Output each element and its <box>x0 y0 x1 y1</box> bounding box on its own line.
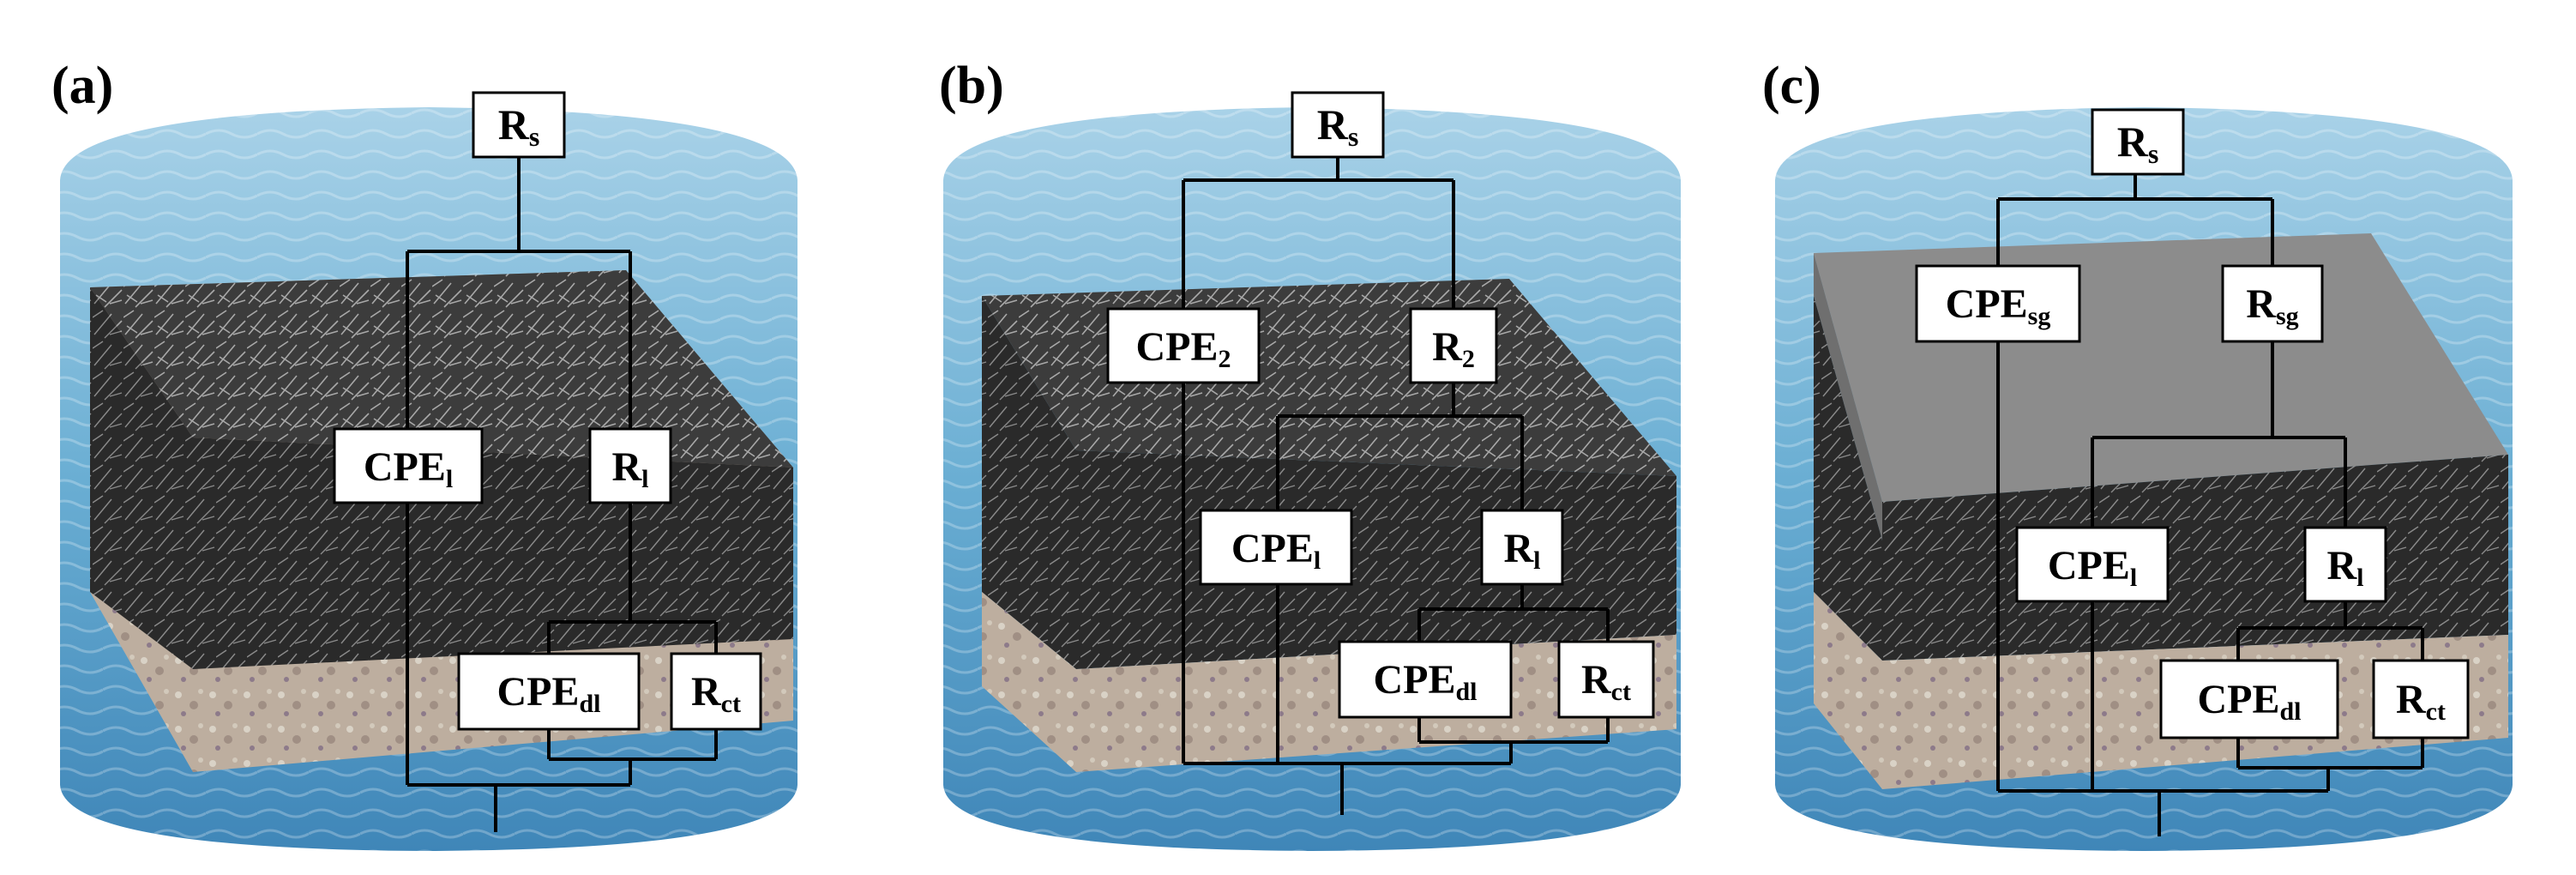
svg-text:CPEdl: CPEdl <box>497 669 600 718</box>
component-CPE2: CPE2 <box>1106 307 1261 384</box>
svg-text:CPEl: CPEl <box>364 444 453 493</box>
component-Rct: Rct <box>2372 659 2470 739</box>
component-CPEdl: CPEdl <box>457 652 641 731</box>
component-CPEsg: CPEsg <box>1915 264 2081 343</box>
svg-text:Rl: Rl <box>2326 543 2363 592</box>
panel-letter: (c) <box>1762 57 1821 115</box>
component-Rl: Rl <box>2303 526 2387 603</box>
svg-text:Rct: Rct <box>2396 677 2446 726</box>
panel-a: (a) Rs <box>51 57 797 851</box>
component-CPEdl: CPEdl <box>2159 659 2339 739</box>
component-Rct: Rct <box>670 652 762 731</box>
svg-text:CPEdl: CPEdl <box>1373 657 1477 706</box>
component-R2: R2 <box>1409 307 1498 384</box>
svg-text:Rs: Rs <box>498 100 540 152</box>
svg-text:CPEdl: CPEdl <box>2197 677 2301 726</box>
component-Rsg: Rsg <box>2221 264 2324 343</box>
panel-letter: (b) <box>939 57 1004 115</box>
svg-text:Rsg: Rsg <box>2246 281 2298 330</box>
svg-text:Rl: Rl <box>1503 526 1540 575</box>
svg-text:Rl: Rl <box>611 444 648 493</box>
svg-text:R2: R2 <box>1432 324 1475 373</box>
panel-c: (c) <box>1762 57 2513 851</box>
svg-text:CPEl: CPEl <box>2048 543 2137 592</box>
component-CPEdl: CPEdl <box>1338 640 1513 719</box>
component-Rl: Rl <box>588 427 672 504</box>
panel-b: (b) R <box>939 57 1681 851</box>
component-Rl: Rl <box>1480 509 1564 586</box>
svg-text:Rct: Rct <box>1581 657 1631 706</box>
component-CPEl: CPEl <box>1199 509 1353 586</box>
component-CPEl: CPEl <box>333 427 484 504</box>
svg-text:Rs: Rs <box>1317 100 1359 152</box>
svg-text:CPEl: CPEl <box>1231 526 1321 575</box>
svg-text:CPEsg: CPEsg <box>1946 281 2051 330</box>
component-CPEl: CPEl <box>2015 526 2170 603</box>
component-Rct: Rct <box>1557 640 1655 719</box>
component-Rs: Rs <box>2091 108 2185 176</box>
panel-letter: (a) <box>51 57 113 115</box>
svg-text:CPE2: CPE2 <box>1136 324 1231 373</box>
svg-text:Rs: Rs <box>2117 118 2159 169</box>
component-Rs: Rs <box>472 91 566 159</box>
svg-text:Rct: Rct <box>691 669 741 718</box>
component-Rs: Rs <box>1291 91 1385 159</box>
